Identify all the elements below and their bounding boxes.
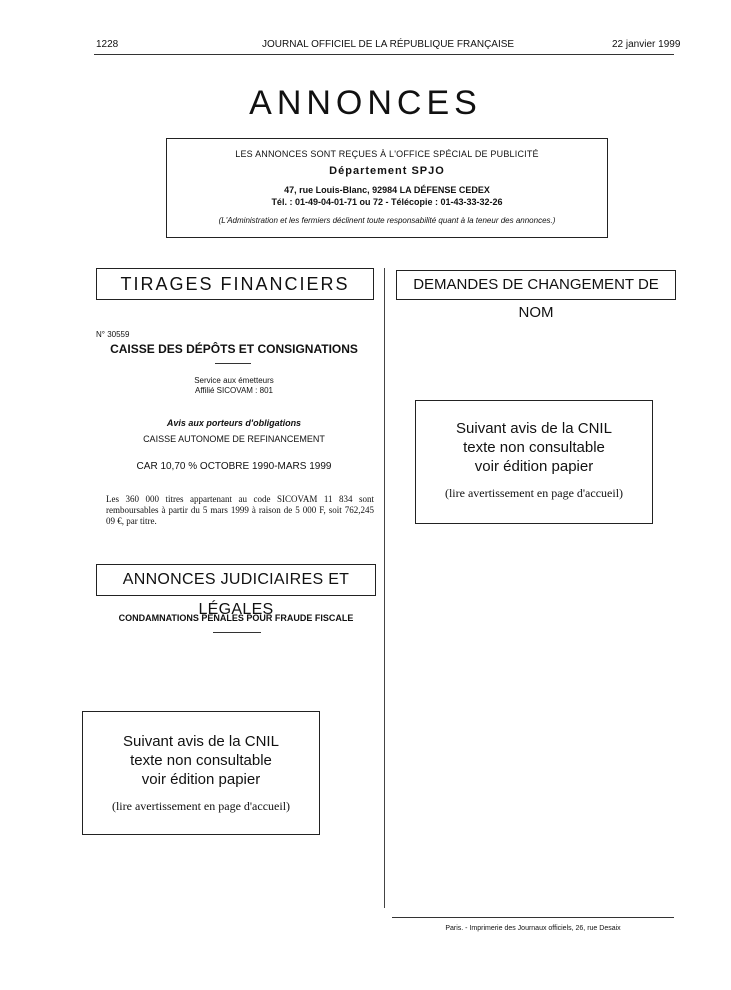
cnil-note: (lire avertissement en page d'accueil) (444, 486, 624, 500)
short-rule-2 (213, 632, 261, 633)
notice-line1: LES ANNONCES SONT REÇUES À L'OFFICE SPÉC… (235, 149, 539, 159)
cnil-line3: voir édition papier (474, 458, 594, 475)
service-line2: Affilié SICOVAM : 801 (195, 386, 273, 395)
short-rule (215, 363, 251, 364)
notice-department: Département SPJO (329, 165, 445, 177)
header-date: 22 janvier 1999 (612, 39, 681, 50)
column-separator (384, 268, 385, 908)
caisse-name: CAISSE AUTONOME DE REFINANCEMENT (143, 434, 325, 444)
avis-title: Avis aux porteurs d'obligations (166, 418, 302, 428)
cnil-line2: texte non consultable (463, 439, 605, 456)
section-title-changement-nom: DEMANDES DE CHANGEMENT DE NOM (396, 270, 676, 321)
footer-imprint: Paris. - Imprimerie des Journaux officie… (445, 925, 621, 932)
org-name: CAISSE DES DÉPÔTS ET CONSIGNATIONS (110, 342, 358, 356)
page-title: ANNONCES (249, 84, 482, 122)
condamnations-title: CONDAMNATIONS PÉNALES POUR FRAUDE FISCAL… (118, 613, 354, 623)
notice-number: N° 30559 (96, 330, 130, 339)
body-text: Les 360 000 titres appartenant au code S… (106, 494, 374, 526)
service-line1: Service aux émetteurs (194, 376, 274, 385)
page-number: 1228 (96, 39, 119, 50)
cnil-line3: voir édition papier (141, 771, 261, 788)
cnil-box-right: Suivant avis de la CNIL texte non consul… (415, 400, 653, 524)
cnil-note: (lire avertissement en page d'accueil) (111, 799, 291, 813)
section-title-judiciaires: ANNONCES JUDICIAIRES ET LÉGALES (96, 564, 376, 618)
notice-disclaimer: (L'Administration et les fermiers déclin… (218, 216, 556, 225)
notice-phones: Tél. : 01-49-04-01-71 ou 72 - Télécopie … (271, 197, 503, 207)
notice-box: LES ANNONCES SONT REÇUES À L'OFFICE SPÉC… (166, 138, 608, 238)
notice-address: 47, rue Louis-Blanc, 92984 LA DÉFENSE CE… (284, 185, 490, 195)
cnil-box-left: Suivant avis de la CNIL texte non consul… (82, 711, 320, 835)
car-line: CAR 10,70 % OCTOBRE 1990-MARS 1999 (136, 461, 332, 472)
cnil-line1: Suivant avis de la CNIL (123, 733, 279, 750)
footer-rule (392, 917, 674, 918)
header-rule (94, 54, 674, 55)
cnil-line1: Suivant avis de la CNIL (456, 420, 612, 437)
section-title-tirages: TIRAGES FINANCIERS (96, 268, 374, 300)
journal-title: JOURNAL OFFICIEL DE LA RÉPUBLIQUE FRANÇA… (262, 39, 515, 50)
cnil-line2: texte non consultable (130, 752, 272, 769)
